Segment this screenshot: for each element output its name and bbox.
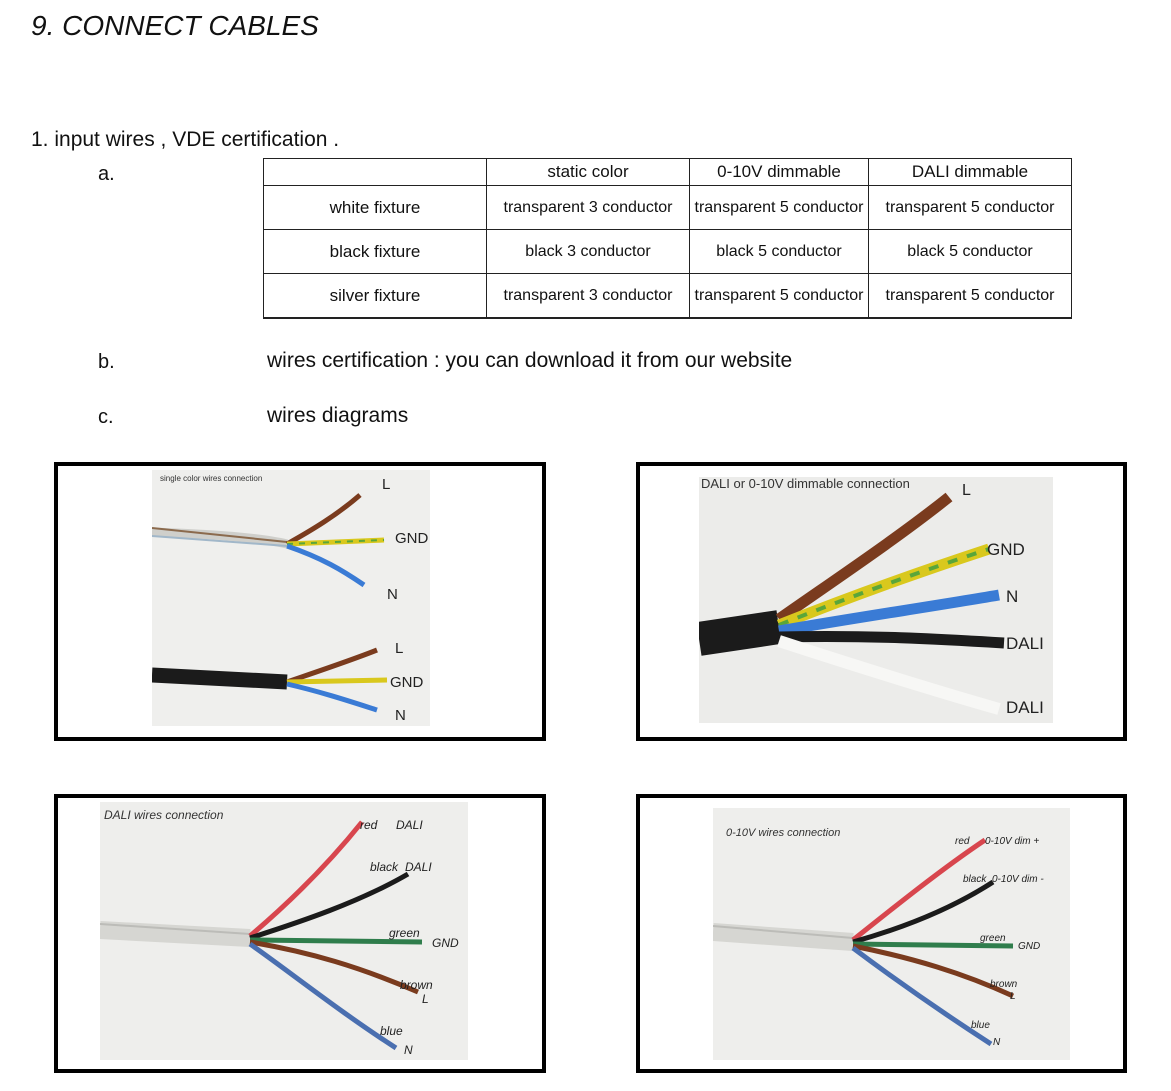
certification-note: wires certification : you can download i… [267, 349, 793, 372]
zero-to-ten-caption: 0-10V wires connection [726, 827, 841, 839]
table-row: white fixture transparent 3 conductor tr… [263, 185, 1072, 230]
table-cell: black 3 conductor [486, 229, 690, 274]
item-a-marker: a. [98, 163, 115, 185]
single-color-caption: single color wires connection [160, 474, 263, 483]
label-green: green [980, 933, 1006, 944]
label-l: L [382, 476, 391, 493]
label-brown: brown [990, 979, 1018, 990]
label-red-function: DALI [396, 818, 423, 832]
label-green-function: GND [432, 936, 459, 950]
label-black-function: 0-10V dim - [992, 874, 1044, 885]
zero-to-ten-diagram-frame [636, 794, 1127, 1073]
label-black: black [963, 874, 987, 885]
table-cell: transparent 5 conductor [689, 185, 869, 230]
table-row: black fixture black 3 conductor black 5 … [263, 229, 1072, 274]
table-row-label: silver fixture [263, 273, 487, 319]
dimmable-caption: DALI or 0-10V dimmable connection [701, 476, 910, 491]
item-b-marker: b. [98, 351, 115, 373]
page-title: 9. CONNECT CABLES [31, 10, 319, 41]
table-cell: black 5 conductor [868, 229, 1072, 274]
label-n: N [395, 707, 406, 724]
table-cell: transparent 3 conductor [486, 185, 690, 230]
table-row-label: black fixture [263, 229, 487, 274]
dimmable-wires-photo [699, 477, 1053, 723]
dali-caption: DALI wires connection [104, 808, 224, 822]
table-header-row: static color 0-10V dimmable DALI dimmabl… [263, 158, 1072, 186]
label-blue-function: N [404, 1043, 413, 1057]
dali-diagram-frame [54, 794, 546, 1073]
wires-diagrams-label: wires diagrams [267, 404, 409, 427]
dali-wires-photo [100, 802, 468, 1060]
label-l: L [395, 640, 404, 657]
dali-wires-illustration [100, 820, 423, 1051]
wire-spec-table: static color 0-10V dimmable DALI dimmabl… [263, 158, 1072, 319]
label-gnd: GND [987, 540, 1025, 559]
label-brown-function: L [422, 992, 429, 1006]
table-row-label: white fixture [263, 185, 487, 230]
label-brown-function: L [1010, 991, 1016, 1002]
label-n: N [1006, 587, 1019, 606]
label-dali: DALI [1006, 634, 1044, 653]
label-red-function: 0-10V dim + [985, 836, 1040, 847]
table-header-cell: 0-10V dimmable [689, 158, 869, 186]
dimmable-diagram-frame [636, 462, 1127, 741]
table-header-cell [263, 158, 487, 186]
label-black: black [370, 860, 399, 874]
label-red: red [955, 836, 970, 847]
table-header-cell: DALI dimmable [868, 158, 1072, 186]
table-cell: transparent 5 conductor [689, 273, 869, 319]
table-header-cell: static color [486, 158, 690, 186]
table-row: silver fixture transparent 3 conductor t… [263, 273, 1072, 319]
label-dali: DALI [1006, 698, 1044, 717]
single-color-wires-illustration [152, 493, 388, 713]
section-heading: 1. input wires , VDE certification . [31, 128, 340, 151]
table-cell: black 5 conductor [689, 229, 869, 274]
label-n: N [387, 586, 398, 603]
zero-to-ten-wires-photo [713, 808, 1070, 1060]
label-brown: brown [400, 978, 433, 992]
single-color-wires-photo [152, 470, 430, 726]
label-l: L [962, 482, 971, 499]
label-gnd: GND [395, 530, 429, 547]
table-cell: transparent 5 conductor [868, 185, 1072, 230]
label-blue-function: N [993, 1037, 1001, 1048]
upper-cable [152, 493, 385, 588]
item-c-marker: c. [98, 406, 114, 428]
dimmable-wires-illustration [699, 492, 1005, 715]
label-black-function: DALI [405, 860, 432, 874]
table-cell: transparent 3 conductor [486, 273, 690, 319]
label-green-function: GND [1018, 941, 1041, 952]
label-green: green [389, 926, 420, 940]
zero-to-ten-wires-illustration [713, 837, 1015, 1047]
table-cell: transparent 5 conductor [868, 273, 1072, 319]
single-color-diagram-frame [54, 462, 546, 741]
label-blue: blue [971, 1020, 990, 1031]
lower-cable [152, 647, 388, 713]
label-red: red [360, 818, 378, 832]
label-blue: blue [380, 1024, 403, 1038]
label-gnd: GND [390, 674, 424, 691]
